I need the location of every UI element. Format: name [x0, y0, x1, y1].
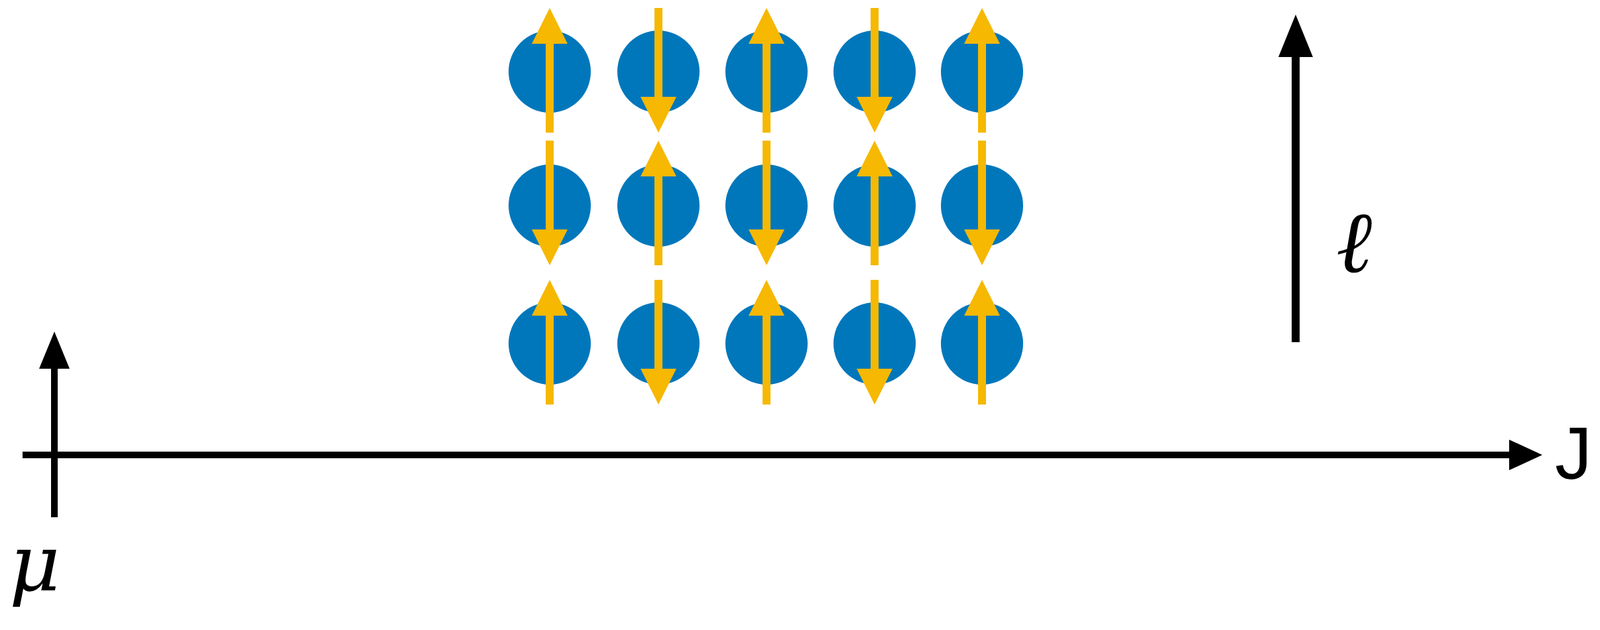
spin-arrow: [748, 279, 785, 405]
spin-arrow-shaft: [654, 7, 663, 99]
spin-arrow-head: [640, 368, 677, 405]
spin-arrow: [964, 140, 1000, 266]
j-axis-arrow-shaft: [22, 451, 1511, 459]
ell-label: ℓ: [1336, 198, 1372, 286]
spin-arrow-head: [964, 7, 1000, 44]
spin-arrow-shaft: [654, 175, 663, 266]
spin-arrow-head: [964, 279, 1000, 316]
mu-axis-arrow-head: [39, 331, 70, 369]
spin-arrow-head: [856, 96, 893, 133]
spin-arrow: [640, 7, 677, 133]
spin-arrow: [856, 279, 893, 405]
spin-arrow: [856, 7, 893, 133]
spin-arrow-head: [531, 7, 568, 44]
spin-arrow-shaft: [978, 140, 986, 231]
spin-arrow-head: [856, 368, 893, 405]
spin-arrow-shaft: [978, 314, 986, 405]
spin-arrow-shaft: [762, 314, 771, 405]
spin-arrow: [964, 279, 1000, 405]
spin-arrow-head: [748, 279, 785, 316]
mu-axis-arrow: [39, 331, 70, 518]
lattice: [508, 7, 1024, 405]
j-label: J: [1554, 416, 1593, 491]
ell-axis-arrow-shaft: [1291, 55, 1300, 343]
mu-axis-arrow-shaft: [51, 367, 58, 518]
spin-arrow-shaft: [978, 42, 986, 133]
j-axis-arrow: [22, 439, 1543, 471]
spin-arrow-shaft: [545, 42, 554, 133]
spin-arrow-head: [748, 7, 785, 44]
spin-arrow: [531, 279, 568, 405]
spin-arrow-head: [531, 229, 568, 266]
spin-arrow: [640, 140, 677, 266]
spin-arrow-shaft: [762, 42, 771, 133]
spin-arrow-shaft: [870, 279, 879, 370]
spin-arrow-shaft: [762, 140, 771, 231]
spin-arrow: [531, 7, 568, 133]
spin-arrow-shaft: [654, 279, 663, 370]
spin-arrow-head: [964, 229, 1000, 266]
spin-arrow-head: [748, 229, 785, 266]
spin-arrow-head: [640, 96, 677, 133]
spin-arrow: [856, 140, 893, 266]
spin-arrow-shaft: [545, 314, 554, 405]
ell-axis-arrow: [1278, 14, 1313, 343]
j-axis-arrow-head: [1509, 439, 1543, 471]
spin-arrow-shaft: [870, 7, 879, 99]
spin-arrow-head: [856, 140, 893, 177]
spin-arrow-shaft: [545, 140, 554, 231]
spin-arrow-head: [640, 140, 677, 177]
spin-arrow: [964, 7, 1000, 133]
spin-arrow-shaft: [870, 175, 879, 266]
mu-label: μ: [9, 523, 61, 603]
spin-arrow: [640, 279, 677, 405]
spin-arrow-head: [531, 279, 568, 316]
ell-axis-arrow-head: [1278, 14, 1313, 58]
spin-arrow: [748, 140, 785, 266]
spin-arrow: [748, 7, 785, 133]
axes: [22, 14, 1543, 518]
spin-arrow: [531, 140, 568, 266]
